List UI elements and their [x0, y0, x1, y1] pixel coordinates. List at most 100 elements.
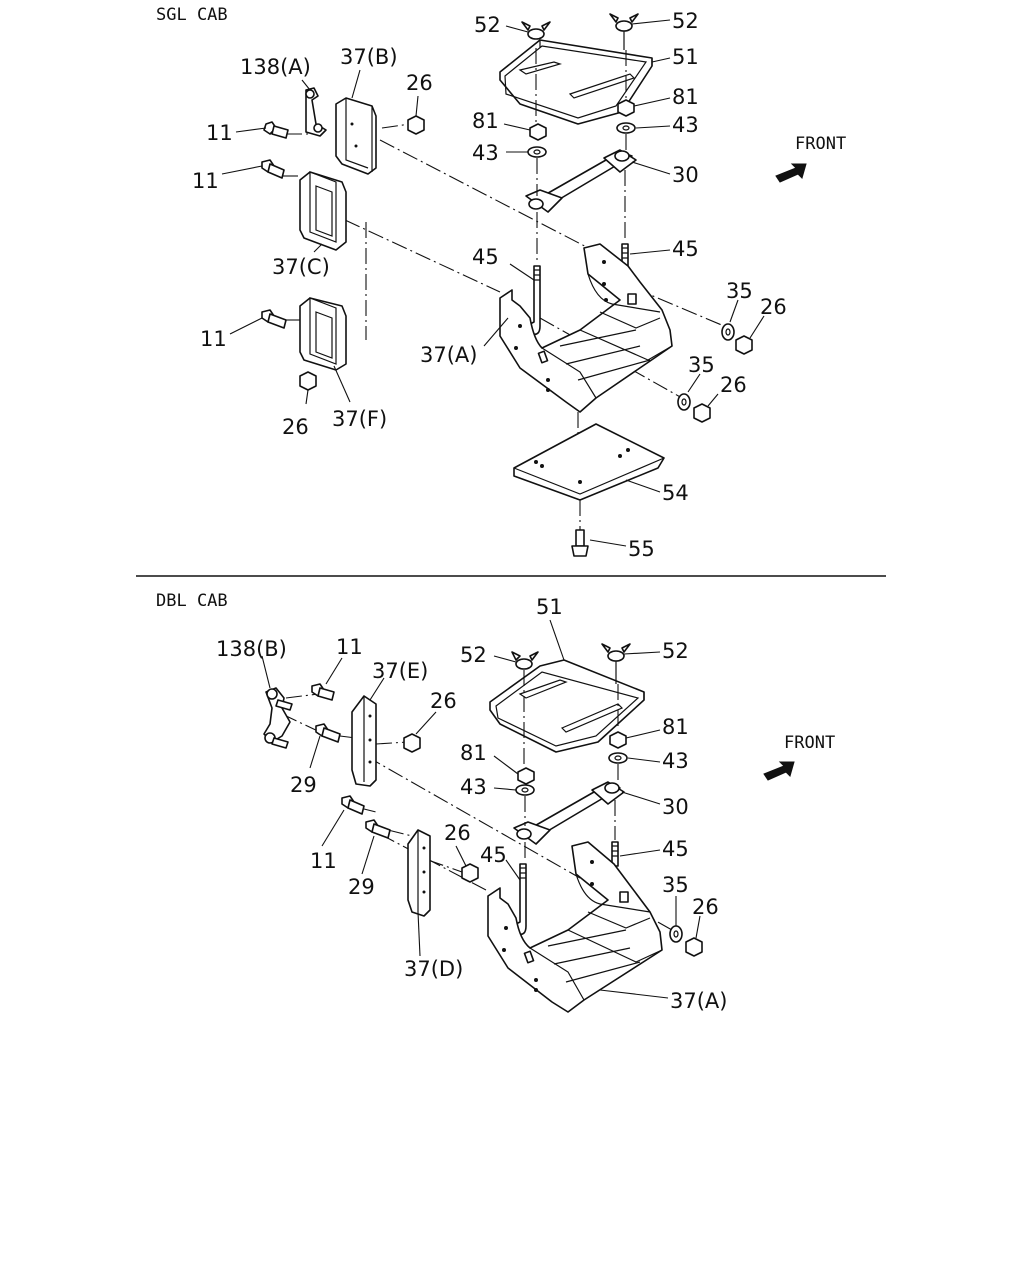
sgl-washer-35-lower	[677, 393, 691, 411]
dbl-washer-43-right	[608, 752, 628, 764]
label-52: 52	[672, 9, 699, 33]
front-arrow-icon	[775, 163, 807, 183]
label-81: 81	[672, 85, 699, 109]
sgl-cab-section: SGL CAB FRONT	[156, 5, 846, 561]
dbl-bolt-29-lower	[365, 819, 391, 839]
label-45: 45	[672, 237, 699, 261]
label-11: 11	[200, 327, 227, 351]
label-26: 26	[720, 373, 747, 397]
sgl-nut-26-top	[407, 115, 425, 135]
front-arrow-icon	[763, 761, 795, 781]
dbl-bolt-11-lower	[341, 795, 365, 815]
label-45: 45	[472, 245, 499, 269]
dbl-bolt-29-upper	[315, 723, 341, 743]
dbl-washer-35	[669, 925, 683, 943]
sgl-plate-54	[513, 423, 665, 501]
dbl-stay-138b	[263, 687, 293, 749]
dbl-part-labels: 138(B) 11 37(E) 26 29 11 29 26 37(D) 51 …	[216, 595, 727, 1013]
dbl-nut-26-upper	[403, 733, 421, 753]
label-81: 81	[460, 741, 487, 765]
sgl-washer-35-upper	[721, 323, 735, 341]
label-37f: 37(F)	[332, 407, 387, 431]
label-37a: 37(A)	[420, 343, 477, 367]
label-138a: 138(A)	[240, 55, 311, 79]
dbl-cab-title: DBL CAB	[156, 591, 228, 611]
sgl-bracket-37c	[299, 171, 347, 251]
label-54: 54	[662, 481, 689, 505]
label-81: 81	[662, 715, 689, 739]
sgl-assembly-lines	[282, 48, 725, 530]
label-11: 11	[310, 849, 337, 873]
dbl-cab-section: DBL CAB FRONT	[156, 591, 835, 1013]
label-26: 26	[406, 71, 433, 95]
label-45: 45	[480, 843, 507, 867]
label-43: 43	[460, 775, 487, 799]
label-26: 26	[760, 295, 787, 319]
dbl-clamp-bar-30	[513, 781, 625, 845]
dbl-bracket-37d	[407, 829, 431, 917]
label-81: 81	[472, 109, 499, 133]
sgl-nut-81-right	[617, 99, 635, 117]
label-51: 51	[672, 45, 699, 69]
label-43: 43	[672, 113, 699, 137]
label-52: 52	[474, 13, 501, 37]
label-55: 55	[628, 537, 655, 561]
dbl-wing-nut-52-right	[601, 643, 631, 684]
label-43: 43	[662, 749, 689, 773]
label-52: 52	[662, 639, 689, 663]
dbl-battery-cover-51	[489, 659, 645, 753]
label-43: 43	[472, 141, 499, 165]
sgl-bolt-11-top	[263, 121, 289, 139]
sgl-nut-26-upper-right	[735, 335, 753, 355]
label-52: 52	[460, 643, 487, 667]
label-138b: 138(B)	[216, 637, 287, 661]
sgl-nut-81-left	[529, 123, 547, 141]
dbl-battery-tray-37a	[487, 841, 663, 1013]
sgl-washer-43-left	[527, 146, 547, 158]
sgl-cab-title: SGL CAB	[156, 5, 228, 25]
sgl-wing-nut-52-left	[521, 21, 551, 40]
label-11: 11	[206, 121, 233, 145]
dbl-front-indicator: FRONT	[763, 733, 835, 781]
dbl-hook-rod-45-right	[611, 841, 619, 867]
label-35: 35	[688, 353, 715, 377]
sgl-clamp-bar-30	[525, 149, 637, 213]
label-51: 51	[536, 595, 563, 619]
sgl-bolt-11-middle	[261, 159, 285, 179]
dbl-wing-nut-52-left	[511, 651, 539, 670]
label-26: 26	[430, 689, 457, 713]
sgl-nut-26-lower-right	[693, 403, 711, 423]
label-45: 45	[662, 837, 689, 861]
label-37e: 37(E)	[372, 659, 428, 683]
dbl-front-label: FRONT	[784, 733, 835, 753]
dbl-nut-81-right	[609, 731, 627, 749]
label-26: 26	[692, 895, 719, 919]
dbl-washer-43-left	[515, 784, 535, 796]
label-37b: 37(B)	[340, 45, 398, 69]
sgl-wing-nut-52-right	[609, 13, 639, 50]
sgl-battery-tray-37a	[499, 243, 673, 413]
sgl-bolt-55	[571, 529, 589, 557]
dbl-bolt-11-upper	[311, 683, 335, 701]
label-30: 30	[672, 163, 699, 187]
label-26: 26	[282, 415, 309, 439]
label-35: 35	[662, 873, 689, 897]
dbl-nut-26-lower	[461, 863, 479, 883]
sgl-washer-43-right	[616, 122, 636, 134]
label-11: 11	[192, 169, 219, 193]
sgl-stay-138a	[305, 87, 327, 137]
sgl-bracket-37f	[299, 297, 347, 371]
sgl-part-labels: 138(A) 37(B) 26 11 11 37(C) 11 26 37(F) …	[192, 9, 787, 561]
label-30: 30	[662, 795, 689, 819]
label-35: 35	[726, 279, 753, 303]
label-11: 11	[336, 635, 363, 659]
label-37a: 37(A)	[670, 989, 727, 1013]
label-37d: 37(D)	[404, 957, 463, 981]
sgl-nut-26-lower	[299, 371, 317, 391]
sgl-front-label: FRONT	[795, 134, 846, 154]
label-26: 26	[444, 821, 471, 845]
sgl-leader-lines	[221, 19, 765, 547]
label-29: 29	[348, 875, 375, 899]
